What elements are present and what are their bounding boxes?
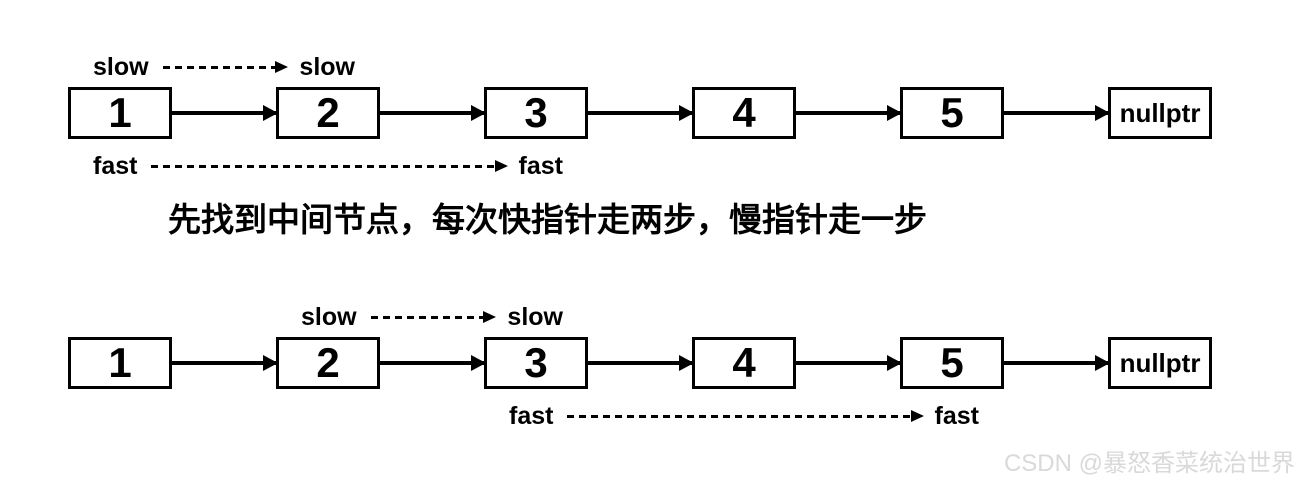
slow-pointer-start-label: slow	[301, 302, 357, 331]
slow-pointer-annotation: slow slow	[93, 54, 355, 80]
fast-pointer-start-label: fast	[509, 401, 554, 430]
list-node-2: 2	[276, 87, 380, 139]
slow-pointer-start-label: slow	[93, 52, 149, 81]
list-node-5: 5	[900, 337, 1004, 389]
list-node-5: 5	[900, 87, 1004, 139]
slow-move-arrow-icon	[162, 65, 276, 69]
next-pointer-arrow	[588, 105, 694, 121]
next-pointer-arrow	[380, 105, 486, 121]
list-node-4: 4	[692, 87, 796, 139]
list-node-nullptr: nullptr	[1108, 337, 1212, 389]
fast-pointer-start-label: fast	[93, 151, 138, 180]
next-pointer-arrow	[172, 355, 278, 371]
list-node-1: 1	[68, 87, 172, 139]
fast-pointer-annotation: fast fast	[93, 153, 563, 179]
next-pointer-arrow	[796, 105, 902, 121]
next-pointer-arrow	[796, 355, 902, 371]
list-node-3: 3	[484, 87, 588, 139]
list-node-nullptr: nullptr	[1108, 87, 1212, 139]
slow-move-arrow-icon	[370, 315, 484, 319]
list-node-2: 2	[276, 337, 380, 389]
list-node-3: 3	[484, 337, 588, 389]
next-pointer-arrow	[588, 355, 694, 371]
fast-pointer-annotation: fast fast	[509, 403, 979, 429]
next-pointer-arrow	[1004, 355, 1110, 371]
list-node-1: 1	[68, 337, 172, 389]
slow-pointer-end-label: slow	[299, 52, 355, 81]
fast-pointer-end-label: fast	[934, 401, 979, 430]
fast-pointer-end-label: fast	[518, 151, 563, 180]
next-pointer-arrow	[1004, 105, 1110, 121]
watermark: CSDN @暴怒香菜统治世界	[1003, 450, 1295, 477]
next-pointer-arrow	[172, 105, 278, 121]
fast-move-arrow-icon	[151, 164, 495, 168]
slow-pointer-end-label: slow	[507, 302, 563, 331]
slow-pointer-annotation: slow slow	[301, 304, 563, 330]
list-node-4: 4	[692, 337, 796, 389]
caption-text: 先找到中间节点，每次快指针走两步，慢指针走一步	[168, 201, 927, 238]
next-pointer-arrow	[380, 355, 486, 371]
fast-move-arrow-icon	[567, 414, 911, 418]
